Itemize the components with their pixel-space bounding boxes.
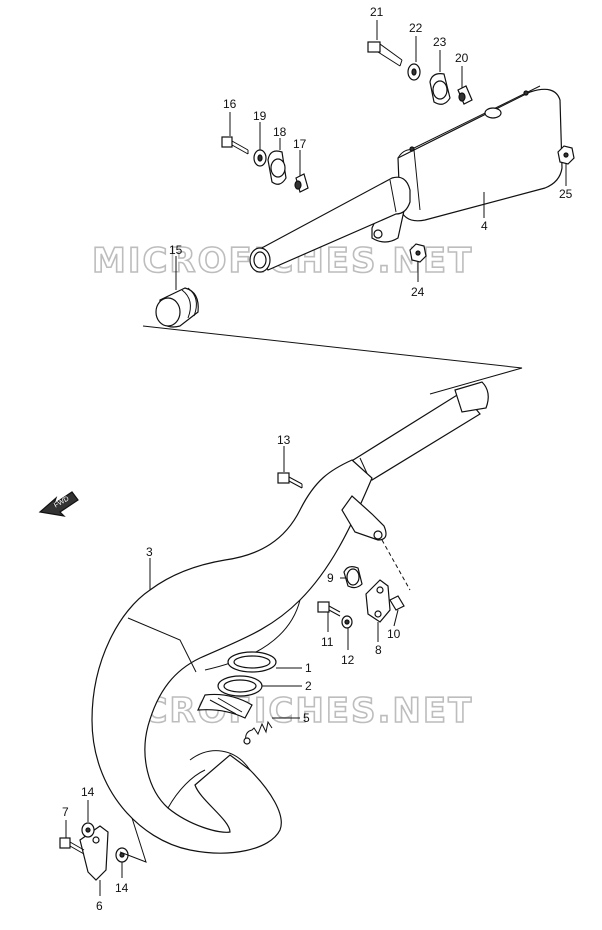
- callout-18: 18: [273, 125, 287, 139]
- assembly-connector-line: [142, 325, 523, 395]
- callout-25: 25: [559, 187, 573, 201]
- leader-lines: [65, 20, 567, 896]
- callout-17: 17: [293, 137, 307, 151]
- callout-24: 24: [411, 285, 425, 299]
- exhaust-pipe-assembly: [59, 381, 489, 881]
- callout-23: 23: [433, 35, 447, 49]
- bolt-13[interactable]: [277, 472, 303, 489]
- nut-24[interactable]: [409, 243, 427, 263]
- collar-20[interactable]: [457, 85, 473, 105]
- exhaust-pipe-body[interactable]: [91, 459, 373, 854]
- joint-seal-grommet[interactable]: [155, 287, 199, 328]
- bracket-6[interactable]: [79, 825, 109, 881]
- exhaust-pipe-bracket: [341, 495, 387, 541]
- bolt-21[interactable]: [367, 41, 403, 67]
- spring-5[interactable]: [243, 720, 273, 745]
- callout-14-lower: 14: [115, 881, 129, 895]
- callout-6: 6: [96, 899, 103, 913]
- forward-direction-indicator: FWD: [38, 491, 79, 517]
- callout-22: 22: [409, 21, 423, 35]
- exhaust-pipe-tail: [348, 381, 489, 481]
- callout-1: 1: [305, 661, 312, 675]
- seal-ring-1[interactable]: [227, 651, 277, 673]
- callout-14-upper: 14: [81, 785, 95, 799]
- callout-2: 2: [305, 679, 312, 693]
- callout-19: 19: [253, 109, 267, 123]
- callout-labels: 21 22 23 20 16 19 18 17 15 4 24 25 13 3 …: [62, 5, 573, 913]
- alignment-line-bracket: [119, 817, 147, 863]
- exhaust-flange: [197, 693, 253, 719]
- washer-19[interactable]: [253, 149, 267, 167]
- callout-9: 9: [327, 571, 334, 585]
- callout-20: 20: [455, 51, 469, 65]
- collar-10[interactable]: [389, 595, 405, 611]
- callout-8: 8: [375, 643, 382, 657]
- callout-15: 15: [169, 243, 183, 257]
- muffler-pipe: [249, 176, 411, 273]
- washer-12[interactable]: [341, 615, 353, 629]
- bracket-8[interactable]: [365, 579, 391, 623]
- callout-7: 7: [62, 805, 69, 819]
- seal-ring-2[interactable]: [217, 675, 263, 697]
- callout-21: 21: [370, 5, 384, 19]
- nut-25[interactable]: [557, 145, 575, 165]
- washer-14-upper[interactable]: [81, 822, 95, 838]
- damper-23[interactable]: [429, 73, 451, 105]
- bolt-16[interactable]: [221, 136, 249, 155]
- callout-3: 3: [146, 545, 153, 559]
- muffler-body[interactable]: [397, 85, 563, 222]
- callout-10: 10: [387, 627, 401, 641]
- bolt-11[interactable]: [317, 601, 341, 617]
- callout-13: 13: [277, 433, 291, 447]
- callout-11: 11: [321, 635, 334, 649]
- collar-17[interactable]: [294, 173, 309, 193]
- washer-14-lower[interactable]: [115, 847, 129, 863]
- callout-12: 12: [341, 653, 355, 667]
- callout-5: 5: [303, 711, 310, 725]
- callout-4: 4: [481, 219, 488, 233]
- callout-16: 16: [223, 97, 237, 111]
- washer-22[interactable]: [407, 63, 421, 81]
- damper-9[interactable]: [343, 566, 363, 589]
- bolt-7[interactable]: [59, 837, 85, 855]
- alignment-line-mount: [381, 539, 411, 591]
- muffler-assembly: [155, 41, 575, 328]
- damper-18[interactable]: [267, 150, 287, 185]
